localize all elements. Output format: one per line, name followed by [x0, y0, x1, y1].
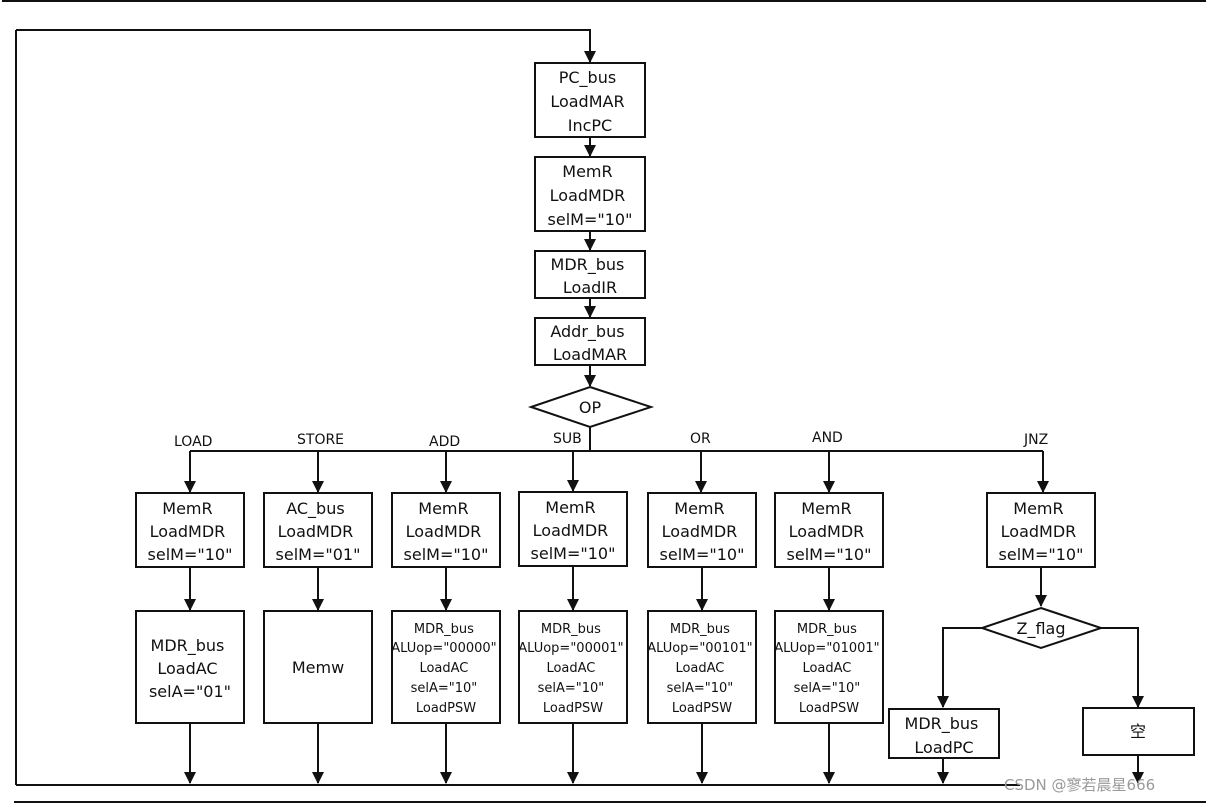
jnz-right-text: 空: [1130, 722, 1146, 741]
add-step2-box: [391, 610, 501, 724]
fetch4-text: Addr_bus LoadMAR: [550, 322, 629, 364]
load-step2-box: [135, 610, 245, 724]
and-step2-box: [774, 610, 884, 724]
zflag-decision-diamond: [978, 606, 1105, 650]
jnz-step1-text: MemR LoadMDR selM="10": [999, 499, 1084, 564]
arrow-zflag-right: [1101, 627, 1144, 708]
fetch2-box: [534, 156, 646, 232]
store-step1-box: [263, 492, 373, 568]
add-step1-text: MemR LoadMDR selM="10": [404, 499, 489, 564]
loop-back-arrow-top: [16, 29, 596, 63]
branch-label-and: AND: [812, 430, 843, 446]
load-step1-box: [135, 492, 245, 568]
and-step2-text: MDR_bus ALUop="01001" LoadAC selA="10" L…: [774, 622, 884, 716]
branch-label-load: LOAD: [174, 434, 212, 450]
or-step2-text: MDR_bus ALUop="00101" LoadAC selA="10" L…: [647, 622, 757, 716]
store-step2-text: Memw: [292, 658, 344, 677]
arrow-zflag-left: [937, 627, 982, 708]
load-step1-text: MemR LoadMDR selM="10": [148, 499, 233, 564]
sub-step2-text: MDR_bus ALUop="00001" LoadAC selA="10" L…: [518, 622, 628, 716]
and-step1-text: MemR LoadMDR selM="10": [787, 499, 872, 564]
branch-label-add: ADD: [429, 434, 460, 450]
watermark-text: CSDN @寥若晨星666: [1004, 776, 1155, 794]
branch-label-or: OR: [690, 431, 711, 447]
zflag-decision-label: Z_flag: [1017, 619, 1066, 639]
add-step2-text: MDR_bus ALUop="00000" LoadAC selA="10" L…: [391, 622, 501, 716]
store-step1-text: AC_bus LoadMDR selM="01": [276, 499, 361, 564]
or-step1-text: MemR LoadMDR selM="10": [660, 499, 745, 564]
fetch4-box: [534, 317, 646, 366]
add-step1-box: [391, 492, 501, 568]
fetch3-box: [534, 250, 646, 299]
jnz-right-box: [1082, 707, 1195, 756]
fetch3-text: MDR_bus LoadIR: [551, 255, 630, 297]
fetch2-text: MemR LoadMDR selM="10": [548, 162, 633, 229]
op-decision-label: OP: [579, 398, 602, 417]
load-step2-text: MDR_bus LoadAC selA="01": [149, 636, 231, 701]
branch-label-store: STORE: [297, 432, 344, 448]
branch-label-jnz: JNZ: [1023, 432, 1048, 448]
sub-step1-text: MemR LoadMDR selM="10": [531, 498, 616, 563]
or-step1-box: [647, 492, 757, 568]
store-step2-box: [263, 610, 373, 724]
sub-step1-box: [518, 491, 628, 567]
fetch1-box: [534, 62, 646, 138]
and-step1-box: [774, 492, 884, 568]
fetch1-text: PC_bus LoadMAR IncPC: [550, 68, 629, 135]
jnz-left-text: MDR_bus LoadPC: [905, 714, 984, 757]
branch-label-sub: SUB: [553, 431, 582, 447]
